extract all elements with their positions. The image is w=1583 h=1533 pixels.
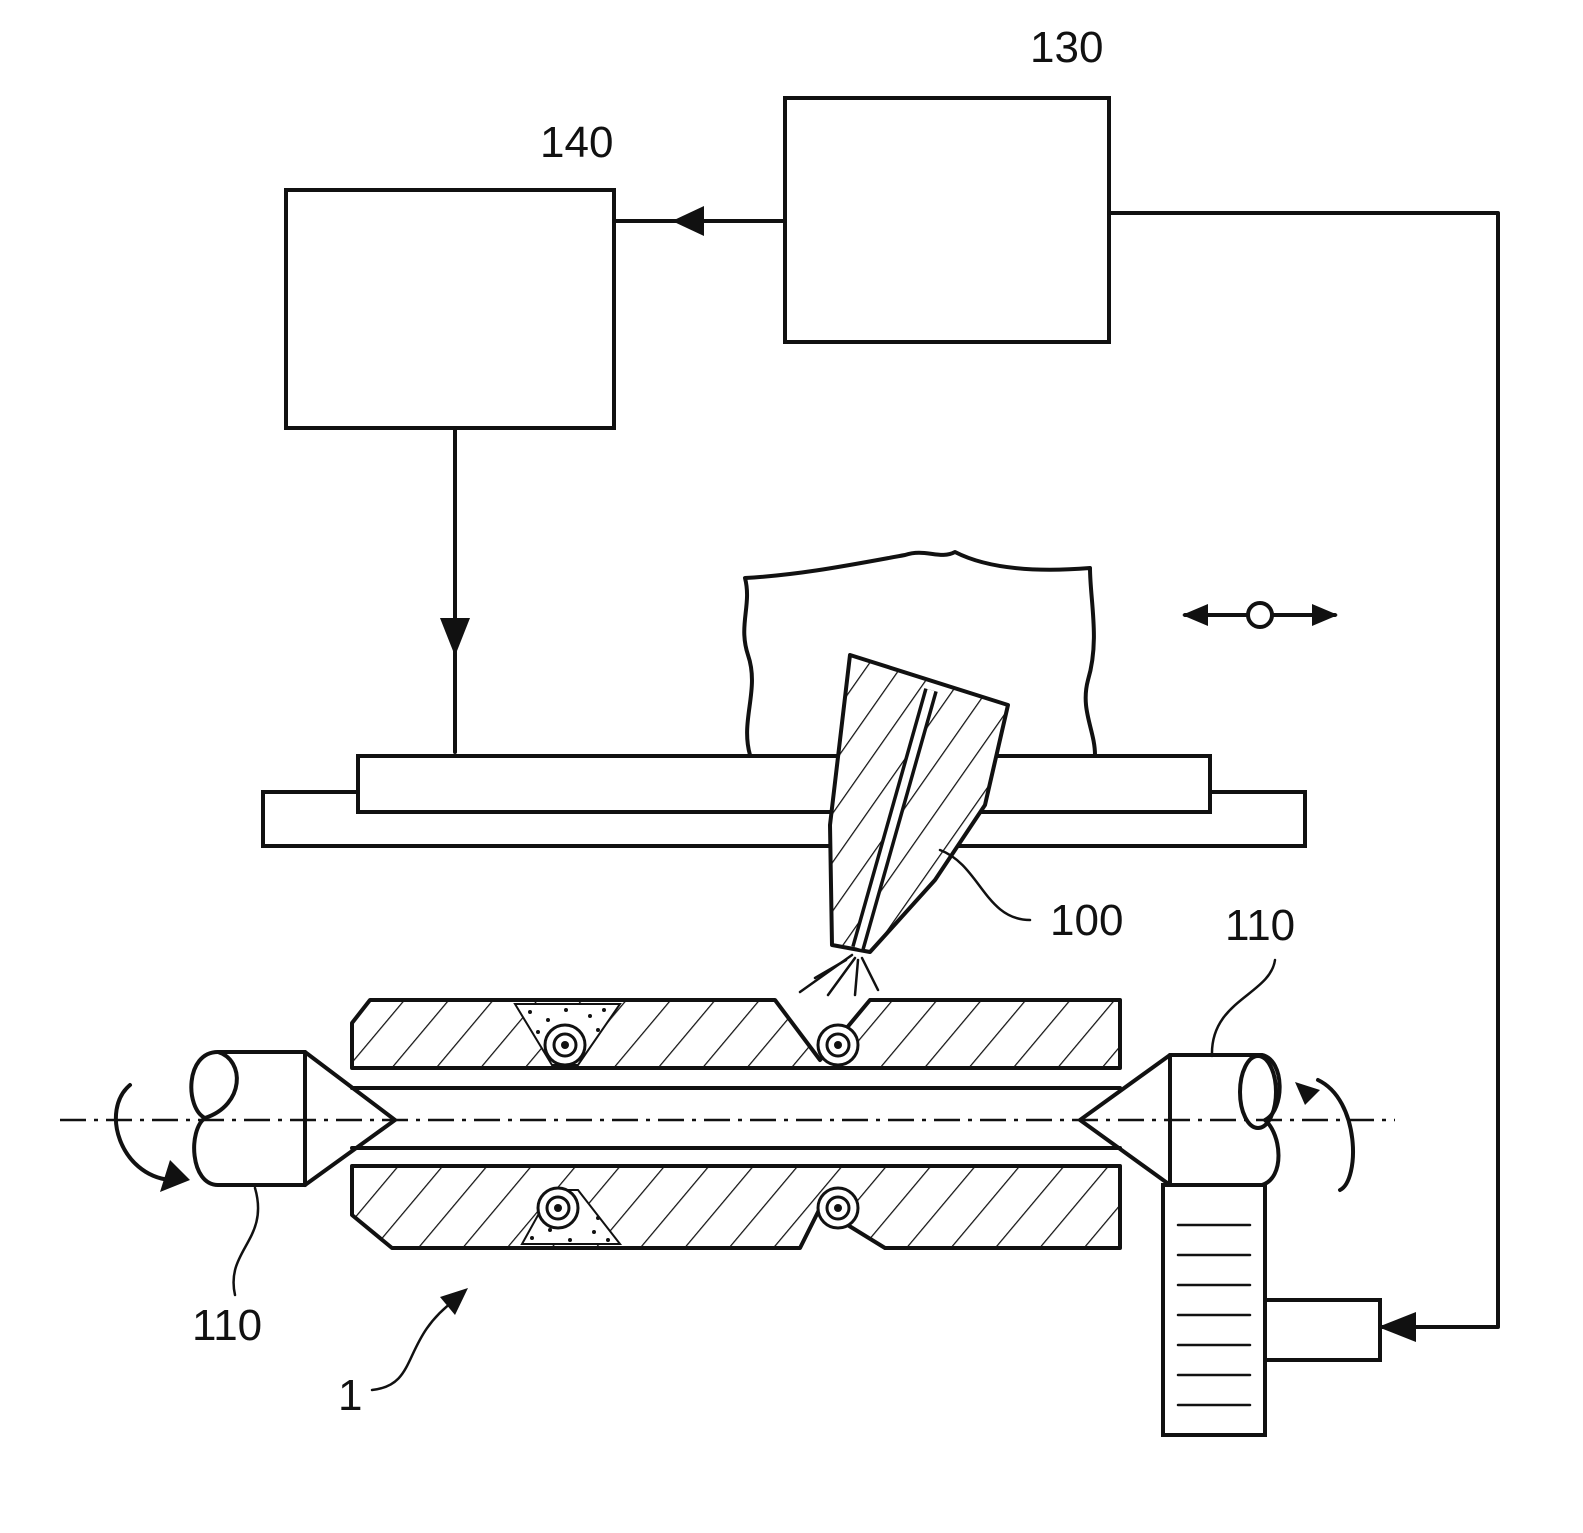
leader-line-110-right — [1212, 960, 1275, 1056]
bidirectional-motion-arrow — [1182, 603, 1338, 627]
workpiece-upper — [340, 990, 1140, 1080]
signal-arrow-130-to-140 — [614, 206, 785, 236]
block-130 — [785, 98, 1109, 342]
rotation-arrow-right — [1295, 1080, 1353, 1190]
ref-label-110-left: 110 — [192, 1301, 262, 1350]
leader-line-110-left — [234, 1188, 259, 1295]
ref-label-100: 100 — [1050, 896, 1123, 945]
block-140 — [286, 190, 614, 428]
ref-label-140: 140 — [540, 118, 613, 167]
ref-label-1: 1 — [338, 1371, 362, 1420]
central-bore — [352, 1088, 1120, 1148]
workpiece-lower — [340, 1160, 1140, 1260]
drive-gear — [1163, 1185, 1265, 1435]
rotation-arrow-left — [116, 1085, 190, 1192]
carriage-plate — [358, 756, 1210, 812]
ref-label-110-right: 110 — [1225, 901, 1295, 950]
signal-arrow-140-to-table — [440, 428, 470, 752]
ref-label-130: 130 — [1030, 23, 1103, 72]
leader-arrow-1 — [372, 1288, 468, 1390]
drive-motor — [1265, 1300, 1380, 1360]
spray-jet — [800, 955, 878, 995]
leader-line-100 — [940, 850, 1030, 920]
